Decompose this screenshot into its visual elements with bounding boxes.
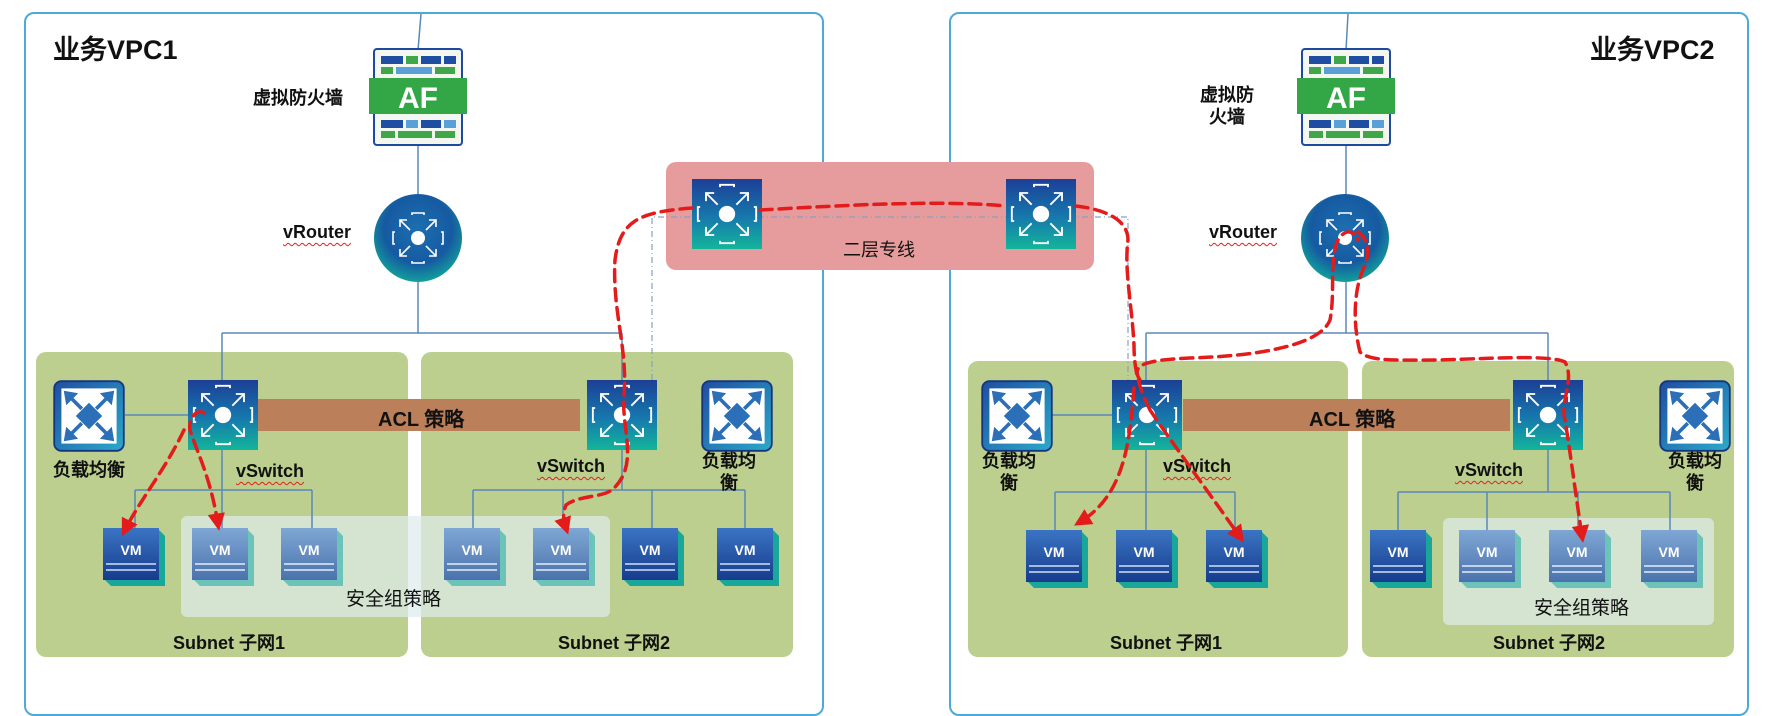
vpc2-lb1-label-line1: 负载均: [982, 451, 1036, 471]
vpc1-vm-4[interactable]: VM: [444, 528, 506, 586]
svg-text:VM: VM: [1659, 544, 1680, 560]
svg-text:VM: VM: [1134, 544, 1155, 560]
vpc1-vm-1[interactable]: VM: [103, 528, 165, 586]
vpc1-vm-2[interactable]: VM: [192, 528, 254, 586]
vpc2-lb2-icon[interactable]: [1659, 380, 1731, 452]
svg-text:VM: VM: [210, 542, 231, 558]
vpc2-router-label: vRouter: [1209, 222, 1278, 242]
vpc2-firewall-label-line2: 火墙: [1209, 107, 1245, 127]
vpc1-acl-label: ACL 策略: [378, 409, 465, 431]
vpc1-vm-3[interactable]: VM: [281, 528, 343, 586]
svg-text:VM: VM: [735, 542, 756, 558]
svg-text:AF: AF: [398, 82, 438, 115]
vpc1-router-label: vRouter: [283, 222, 352, 242]
vpc1-router-icon[interactable]: [373, 193, 463, 283]
vpc2-vswitch1-icon[interactable]: [1112, 380, 1182, 450]
vpc1-vswitch2-label: vSwitch: [537, 456, 606, 476]
vpc1-lb1-label: 负载均衡: [53, 460, 125, 480]
vpc1-vm-7[interactable]: VM: [717, 528, 779, 586]
vpc2-sg-label: 安全组策略: [1534, 598, 1630, 619]
vpc1-vswitch1-label: vSwitch: [236, 461, 305, 481]
vpc2-vswitch1-label: vSwitch: [1163, 456, 1232, 476]
vpc2-title: 业务VPC2: [1590, 35, 1715, 65]
vpc1-lb2-icon[interactable]: [701, 380, 773, 452]
traffic-paths: [121, 201, 1590, 543]
vpc2-subnet2-label: Subnet 子网2: [1493, 633, 1606, 653]
svg-text:VM: VM: [462, 542, 483, 558]
vpc2-lb1-label: 负载均 衡: [982, 450, 1036, 494]
vpc1-vm-5[interactable]: VM: [533, 528, 595, 586]
vpc2-firewall-icon[interactable]: AF: [1297, 48, 1395, 146]
svg-text:VM: VM: [1567, 544, 1588, 560]
svg-text:VM: VM: [299, 542, 320, 558]
vpc2-lb1-label-line2: 衡: [1000, 473, 1018, 493]
vpc1-firewall-icon[interactable]: AF: [369, 48, 467, 146]
l2-switch-right-icon[interactable]: [1006, 179, 1076, 249]
svg-text:VM: VM: [1477, 544, 1498, 560]
l2-line-label: 二层专线: [843, 240, 915, 260]
vpc2-vm-6[interactable]: VM: [1549, 530, 1611, 588]
vpc2-acl-bar: [1183, 399, 1510, 431]
vpc2-vm-5[interactable]: VM: [1459, 530, 1521, 588]
vpc1-lb2-label-line2: 衡: [720, 473, 738, 493]
svg-text:VM: VM: [551, 542, 572, 558]
svg-text:VM: VM: [1388, 544, 1409, 560]
vpc1-vm-6[interactable]: VM: [622, 528, 684, 586]
vpc2-vswitch2-label: vSwitch: [1455, 460, 1524, 480]
svg-text:VM: VM: [1044, 544, 1065, 560]
vpc2-vm-1[interactable]: VM: [1026, 530, 1088, 588]
vpc2-lb2-label-line2: 衡: [1686, 473, 1704, 493]
vpc2-lb2-label: 负载均 衡: [1668, 450, 1722, 494]
vpc2-vswitch2-icon[interactable]: [1513, 380, 1583, 450]
vpc2-lb1-icon[interactable]: [981, 380, 1053, 452]
vpc2-subnet1-label: Subnet 子网1: [1110, 633, 1223, 653]
vpc1-subnet2-label: Subnet 子网2: [558, 633, 671, 653]
vpc2-vm-7[interactable]: VM: [1641, 530, 1703, 588]
vpc1-vswitch2-icon[interactable]: [587, 380, 657, 450]
vpc1-acl-bar: [256, 399, 580, 431]
vpc1-vswitch1-icon[interactable]: [188, 380, 258, 450]
vpc1-firewall-label: 虚拟防火墙: [253, 88, 343, 108]
l2-switch-left-icon[interactable]: [692, 179, 762, 249]
vpc1-title: 业务VPC1: [53, 35, 178, 65]
vpc2-vm-2[interactable]: VM: [1116, 530, 1178, 588]
vpc2-firewall-label: 虚拟防 火墙: [1200, 84, 1254, 128]
svg-text:VM: VM: [1224, 544, 1245, 560]
vpc2-lb2-label-line1: 负载均: [1668, 451, 1722, 471]
vpc1-sg-label: 安全组策略: [346, 589, 442, 610]
svg-text:VM: VM: [121, 542, 142, 558]
svg-text:AF: AF: [1326, 82, 1366, 115]
vpc1-lb2-label-line1: 负载均: [702, 451, 756, 471]
svg-text:VM: VM: [640, 542, 661, 558]
vpc1-lb2-label: 负载均 衡: [702, 450, 756, 494]
vpc1-lb1-icon[interactable]: [53, 380, 125, 452]
vpc2-firewall-label-line1: 虚拟防: [1200, 85, 1254, 105]
vpc2-vm-4[interactable]: VM: [1370, 530, 1432, 588]
vpc2-acl-label: ACL 策略: [1309, 409, 1396, 431]
vpc1-subnet1-label: Subnet 子网1: [173, 633, 286, 653]
